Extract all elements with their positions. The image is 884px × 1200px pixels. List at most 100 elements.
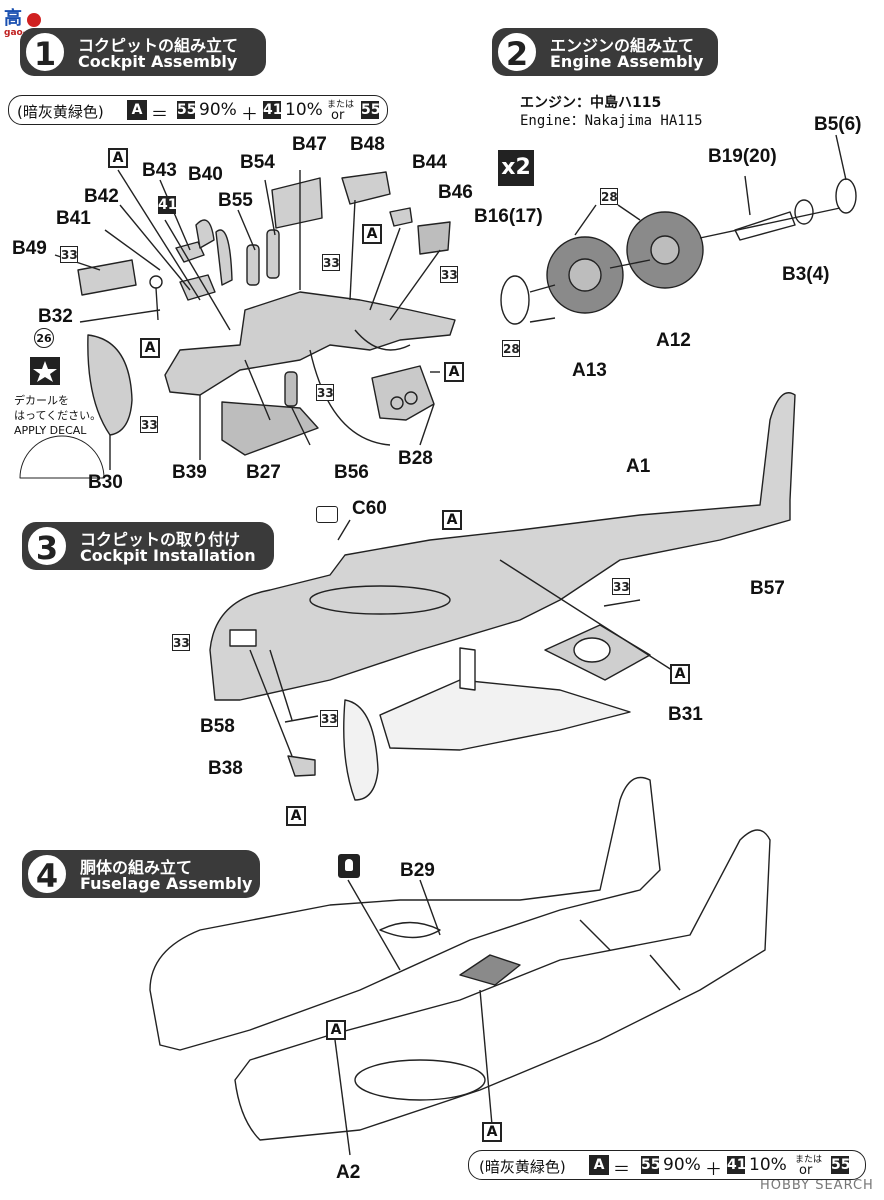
paint-color-3: 55 xyxy=(361,101,381,119)
watermark-logo-icon xyxy=(27,12,42,27)
step-4-header: 4 胴体の組み立て Fuselage Assembly xyxy=(22,850,260,898)
part-label: B19(20) xyxy=(708,146,777,167)
paint-or-jp: または xyxy=(327,100,355,110)
paint-letter-bottom: A xyxy=(589,1155,609,1175)
part-label: A2 xyxy=(336,1162,361,1183)
part-label: A13 xyxy=(572,360,607,381)
step-2-header: 2 エンジンの組み立て Engine Assembly xyxy=(492,28,718,76)
step-1-title-en: Cockpit Assembly xyxy=(78,52,238,71)
paint-color-3-bottom: 55 xyxy=(831,1156,851,1174)
part-label: A1 xyxy=(626,456,651,477)
paint-color-1: 55 xyxy=(177,101,197,119)
watermark-top: 高 xyxy=(4,8,22,29)
paint-color-1-bottom: 55 xyxy=(641,1156,661,1174)
paint-eq: ＝ xyxy=(151,105,168,125)
part-label: B49 xyxy=(12,238,47,259)
decal-en: APPLY DECAL xyxy=(14,424,87,437)
part-label: B41 xyxy=(56,208,91,229)
paint-or-jp-bottom: または xyxy=(795,1155,823,1165)
part-label: B40 xyxy=(188,164,223,185)
color-code: 33 xyxy=(322,254,340,271)
color-code: 33 xyxy=(612,578,630,595)
color-code: 33 xyxy=(172,634,190,651)
paint-mix-top: (暗灰黄緑色) A ＝ 55 90% ＋ 41 10% または or 55 xyxy=(8,95,388,125)
color-code: 33 xyxy=(316,384,334,401)
step-3-title-jp: コクピットの取り付け xyxy=(80,530,241,549)
paint-pct-1-bottom: 90% xyxy=(663,1155,701,1175)
part-label: B48 xyxy=(350,134,385,155)
step-2-title-jp: エンジンの組み立て xyxy=(550,36,695,55)
paint-name: (暗灰黄緑色) xyxy=(17,103,104,121)
step-3-header: 3 コクピットの取り付け Cockpit Installation xyxy=(22,522,274,570)
step-1-number: 1 xyxy=(24,31,66,73)
paint-pct-2: 10% xyxy=(285,100,323,120)
part-group-marker: A xyxy=(326,1020,346,1040)
engine-en: Engine：Nakajima HA115 xyxy=(520,113,703,129)
part-label: B54 xyxy=(240,152,275,173)
part-group-marker: A xyxy=(442,510,462,530)
part-label: B46 xyxy=(438,182,473,203)
color-code: 33 xyxy=(60,246,78,263)
step-4-title-jp: 胴体の組み立て xyxy=(80,858,193,877)
part-label: B38 xyxy=(208,758,243,779)
paint-color-2-bottom: 41 xyxy=(727,1156,747,1174)
part-label: B58 xyxy=(200,716,235,737)
part-label: B39 xyxy=(172,462,207,483)
glue-icon xyxy=(338,854,360,878)
paint-color-2: 41 xyxy=(263,101,283,119)
watermark-logo: 高 xyxy=(4,4,42,30)
part-group-marker: A xyxy=(362,224,382,244)
step-3-number: 3 xyxy=(26,525,68,567)
color-code: 33 xyxy=(140,416,158,433)
part-label: B28 xyxy=(398,448,433,469)
color-code: 28 xyxy=(502,340,520,357)
color-code: 28 xyxy=(600,188,618,205)
part-label: B3(4) xyxy=(782,264,830,285)
part-label: B55 xyxy=(218,190,253,211)
part-label: B16(17) xyxy=(474,206,543,227)
engine-multiplier: x2 xyxy=(498,150,534,186)
part-label: B47 xyxy=(292,134,327,155)
part-label: B27 xyxy=(246,462,281,483)
paint-name-bottom: (暗灰黄緑色) xyxy=(479,1158,566,1176)
part-label: B31 xyxy=(668,704,703,725)
paint-letter: A xyxy=(127,100,147,120)
part-label: B56 xyxy=(334,462,369,483)
color-code: 41 xyxy=(158,196,178,214)
part-label: A12 xyxy=(656,330,691,351)
part-group-marker: A xyxy=(670,664,690,684)
decal-jp-2: はってください。 xyxy=(14,409,102,422)
part-group-marker: A xyxy=(286,806,306,826)
part-label: C60 xyxy=(352,498,387,519)
part-group-marker: A xyxy=(482,1122,502,1142)
paint-eq-bottom: ＝ xyxy=(613,1160,630,1180)
part-group-marker: A xyxy=(140,338,160,358)
paint-or-en: or xyxy=(331,108,345,123)
step-3-title-en: Cockpit Installation xyxy=(80,546,256,565)
cement-icon xyxy=(316,506,338,523)
paint-plus-bottom: ＋ xyxy=(705,1160,722,1180)
step-2-number: 2 xyxy=(496,31,538,73)
part-label: B32 xyxy=(38,306,73,327)
step-2-title-en: Engine Assembly xyxy=(550,52,704,71)
part-label: B42 xyxy=(84,186,119,207)
paint-plus: ＋ xyxy=(241,105,258,125)
step-4-number: 4 xyxy=(26,853,68,895)
part-label: B43 xyxy=(142,160,177,181)
decal-number: 26 xyxy=(34,328,54,348)
paint-pct-2-bottom: 10% xyxy=(749,1155,787,1175)
hobbysearch-watermark: HOBBY SEARCH xyxy=(760,1178,874,1193)
part-label: B5(6) xyxy=(814,114,862,135)
part-label: B29 xyxy=(400,860,435,881)
part-label: B57 xyxy=(750,578,785,599)
part-label: B30 xyxy=(88,472,123,493)
color-code: 33 xyxy=(440,266,458,283)
part-group-marker: A xyxy=(108,148,128,168)
decal-jp-1: デカールを xyxy=(14,394,69,407)
color-code: 33 xyxy=(320,710,338,727)
step-4-title-en: Fuselage Assembly xyxy=(80,874,253,893)
decal-star-icon xyxy=(30,357,60,385)
step-1-title-jp: コクピットの組み立て xyxy=(78,36,239,55)
part-group-marker: A xyxy=(444,362,464,382)
